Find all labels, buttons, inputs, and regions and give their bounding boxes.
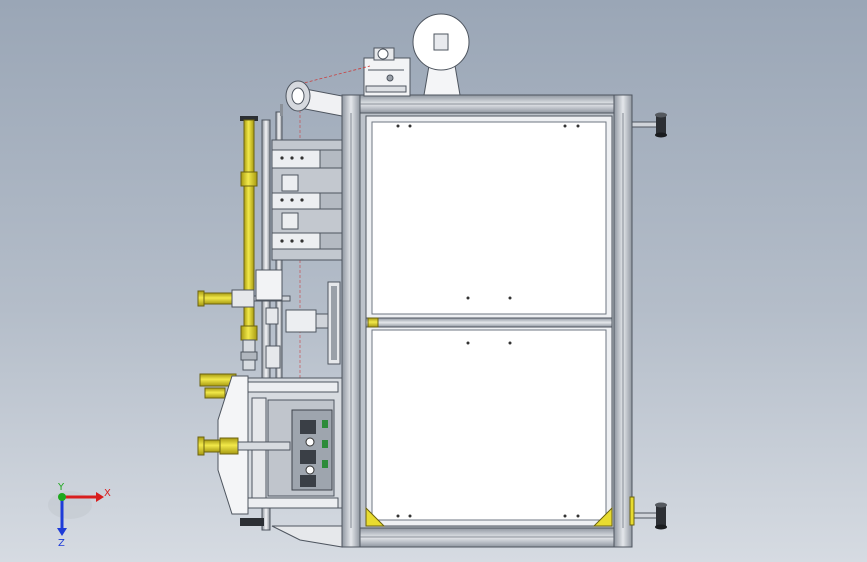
y-axis-origin bbox=[58, 493, 66, 501]
y-axis-label: Y bbox=[57, 482, 65, 493]
door-latch bbox=[367, 317, 379, 328]
sealing-bracket-stack bbox=[271, 139, 343, 261]
film-path bbox=[299, 65, 371, 85]
lower-door-panel bbox=[365, 325, 613, 527]
axis-triad: X Y Z bbox=[48, 482, 111, 549]
vertical-shaft bbox=[261, 119, 271, 531]
leveling-foot-top bbox=[631, 112, 667, 138]
z-axis-label: Z bbox=[58, 538, 65, 549]
center-slide-block bbox=[255, 269, 341, 369]
z-axis-arrow-head bbox=[57, 528, 67, 536]
middle-rail bbox=[365, 317, 613, 328]
x-axis-label: X bbox=[104, 488, 111, 499]
corner-gusset bbox=[592, 506, 613, 527]
guide-roller bbox=[285, 80, 343, 117]
shaft-end-cap bbox=[240, 518, 264, 526]
film-roll-holder bbox=[412, 13, 470, 96]
discharge-plate bbox=[271, 525, 343, 548]
yellow-cylinder-horizontal-lower bbox=[197, 436, 291, 456]
upper-door-panel bbox=[365, 115, 613, 321]
x-axis-arrow-head bbox=[96, 492, 104, 502]
leveling-foot-bottom bbox=[631, 502, 667, 530]
tension-box bbox=[363, 47, 411, 97]
shaft-cap bbox=[280, 104, 283, 116]
yellow-cylinder-vertical bbox=[240, 116, 258, 371]
corner-gusset bbox=[365, 506, 386, 527]
triad-shadow bbox=[48, 491, 92, 519]
lower-drive-housing bbox=[243, 377, 343, 509]
side-tab bbox=[629, 496, 635, 526]
